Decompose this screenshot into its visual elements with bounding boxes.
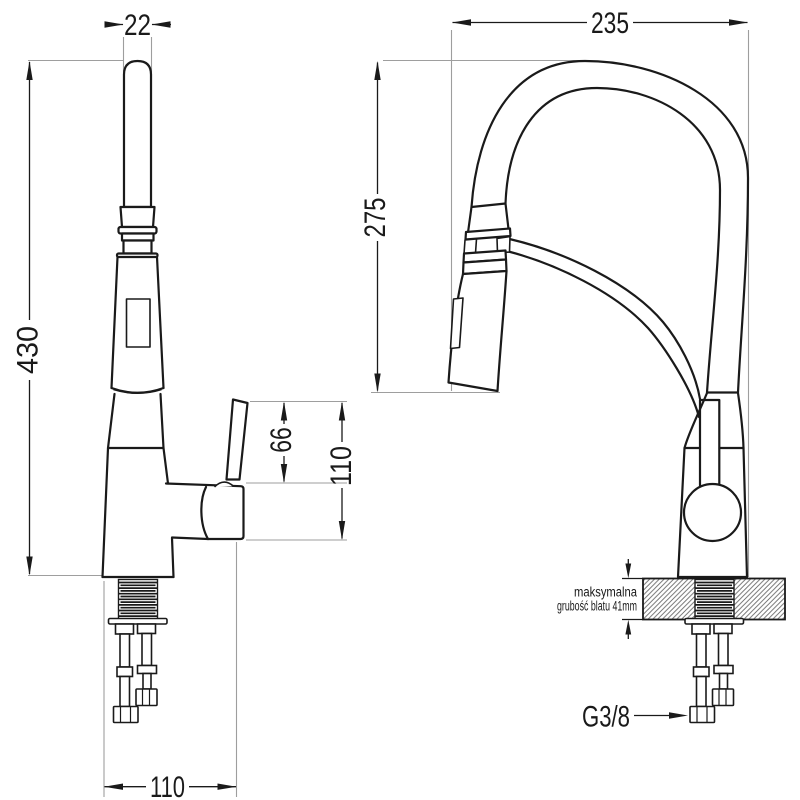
display-window <box>125 298 151 348</box>
spray-button <box>449 297 464 350</box>
hose-ball <box>682 482 743 543</box>
dimension-spout-reach: 235 <box>452 7 748 40</box>
faucet-spout-body <box>110 255 165 395</box>
dimension-spout-clearance: 275 <box>359 61 392 393</box>
dimension-counter-thickness: maksymalna grubość blatu 41mm <box>557 559 643 639</box>
spray-head <box>447 202 512 393</box>
dimension-outlet-height: 110 <box>325 401 358 540</box>
dim-label-235: 235 <box>591 7 629 40</box>
spout-tube <box>122 59 153 209</box>
spout-arc <box>470 59 750 394</box>
lever-hinge <box>213 481 235 488</box>
dim-label-275: 275 <box>359 198 392 238</box>
dim-label-22: 22 <box>124 9 151 42</box>
thread-size-label: G3/8 <box>582 701 630 734</box>
faucet-body <box>101 392 175 579</box>
side-view <box>447 59 786 724</box>
dimension-thread-size: G3/8 <box>582 701 688 734</box>
counter-thickness-line1: maksymalna <box>574 585 637 600</box>
front-view <box>101 59 249 724</box>
dimension-lever-height: 66 <box>265 401 298 483</box>
pull-down-hose <box>507 237 721 487</box>
dimension-spout-width: 22 <box>104 9 171 42</box>
dimension-total-height: 430 <box>12 61 45 576</box>
counter-thickness-line2: grubość blatu 41mm <box>557 599 637 614</box>
dim-label-66: 66 <box>265 427 298 453</box>
dim-label-110-right: 110 <box>325 446 358 486</box>
side-body <box>676 391 749 579</box>
dim-label-430: 430 <box>12 326 45 374</box>
dimension-base-span: 110 <box>104 771 237 800</box>
dim-label-110-bottom: 110 <box>150 771 185 800</box>
aerator <box>115 205 159 259</box>
side-outlet <box>164 481 245 541</box>
handle-lever <box>225 398 249 481</box>
